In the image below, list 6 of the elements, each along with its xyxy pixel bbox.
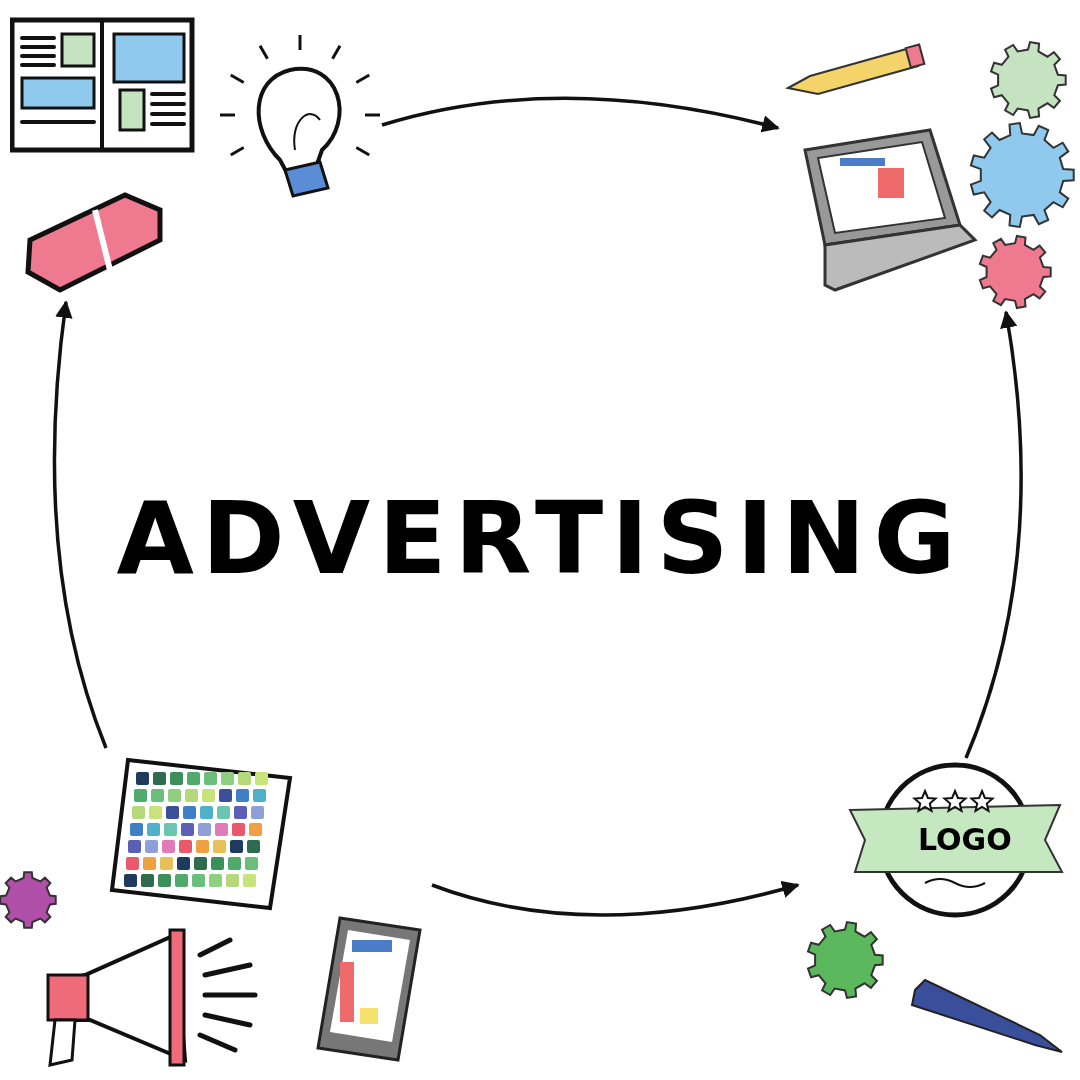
curved-arrow <box>381 96 780 133</box>
curved-arrow <box>964 310 1023 759</box>
badge-text: LOGO <box>918 824 1012 856</box>
title: ADVERTISING <box>116 480 964 597</box>
curved-arrow <box>52 300 108 749</box>
curved-arrow <box>431 880 800 917</box>
